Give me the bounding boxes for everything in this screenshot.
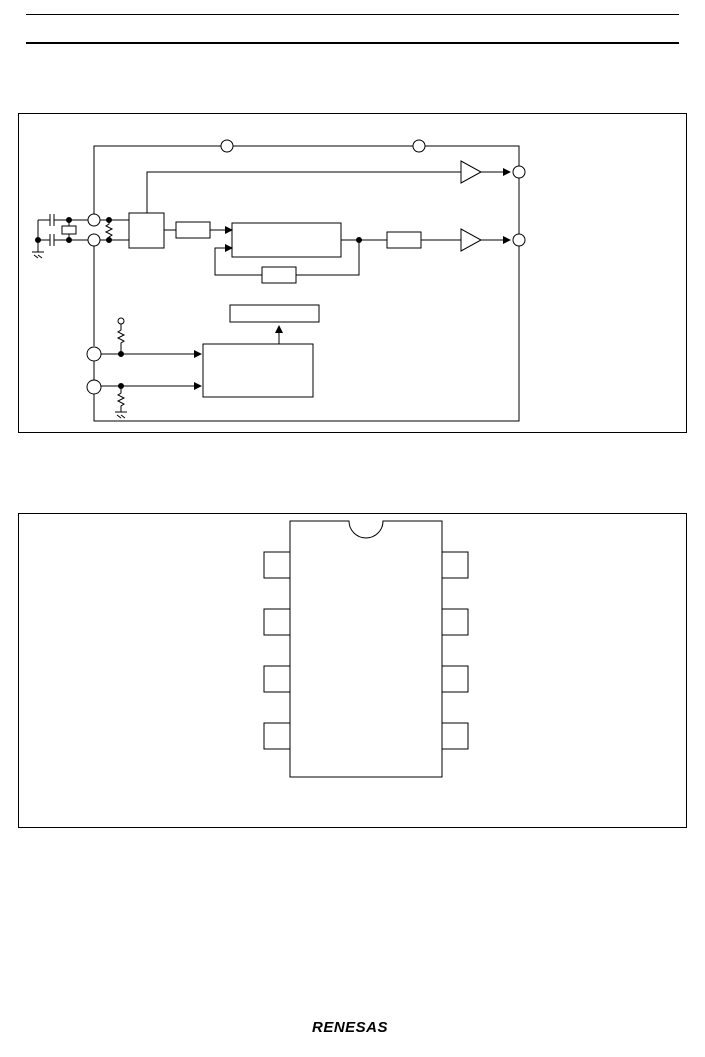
ic-package-body (289, 520, 443, 778)
output-buffer-2 (460, 228, 483, 252)
pin-top-b (412, 139, 426, 153)
pin-1 (263, 551, 291, 579)
pin-8 (441, 551, 469, 579)
block-diagram (32, 139, 526, 422)
pin-7 (441, 608, 469, 636)
pin-clock-out-1 (512, 165, 526, 179)
chip-boundary (93, 145, 520, 422)
control-register-block (229, 304, 320, 323)
pin-4 (263, 722, 291, 750)
pullup-resistor-icon (116, 324, 126, 354)
pin-arrangement-panel (18, 513, 687, 828)
pin-5 (441, 722, 469, 750)
pin-3 (263, 665, 291, 693)
pin-arrangement-diagram (263, 520, 469, 778)
pin-select-in-2 (86, 379, 102, 395)
header-rule-thin (26, 14, 679, 15)
control-logic-block (202, 343, 314, 398)
logo-text: RENESAS (312, 1019, 389, 1036)
pin-2 (263, 608, 291, 636)
pin-clock-out-2 (512, 233, 526, 247)
pulldown-resistor-icon (116, 386, 126, 412)
block-diagram-panel (18, 113, 687, 433)
pin-6 (441, 665, 469, 693)
renesas-logo: RENESAS (300, 1018, 410, 1040)
feedback-resistor-icon (104, 220, 114, 240)
pin-top-a (220, 139, 234, 153)
header-rule-thick (26, 42, 679, 44)
